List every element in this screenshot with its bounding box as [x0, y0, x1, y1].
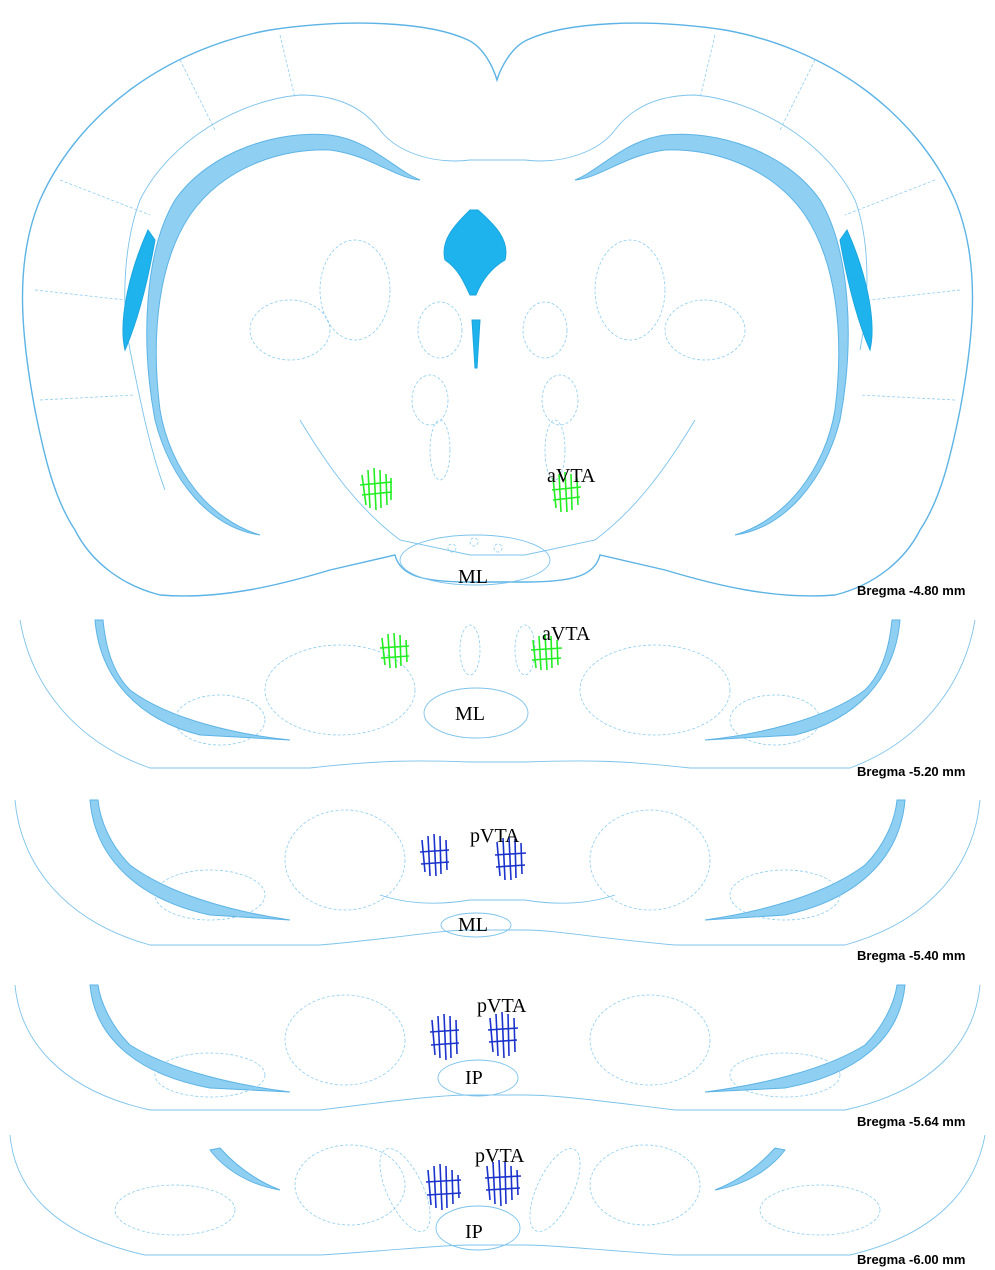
section-bregma-6-00: pVTA IP Bregma -6.00 mm — [10, 1135, 985, 1267]
section-bregma-4-80: aVTA ML Bregma -4.80 mm — [23, 23, 973, 598]
bregma-label: Bregma -4.80 mm — [857, 583, 965, 598]
midline-label: IP — [465, 1221, 483, 1243]
brain-outline — [15, 800, 980, 945]
cortex-inner-boundary — [140, 95, 867, 350]
vta-injection-site-right — [488, 1012, 518, 1058]
vta-injection-site-left — [426, 1164, 461, 1210]
vta-injection-site-left — [380, 633, 409, 668]
hippocampal-tract-left — [210, 1148, 280, 1190]
vta-injection-site-left — [360, 468, 392, 510]
hippocampal-tract-right — [715, 1148, 785, 1190]
midbrain-outline — [300, 420, 695, 555]
hippocampal-tract-left — [90, 985, 290, 1092]
bregma-label: Bregma -5.40 mm — [857, 948, 965, 963]
brain-outline — [23, 23, 973, 596]
third-ventricle — [444, 210, 506, 295]
hippocampal-tract-right — [705, 985, 905, 1092]
vta-injection-site-left — [430, 1014, 459, 1060]
midbrain-nuclei — [175, 625, 820, 745]
midline-label: ML — [455, 703, 485, 725]
midline-label: IP — [465, 1067, 483, 1089]
vta-label: aVTA — [542, 623, 591, 645]
bregma-label: Bregma -5.20 mm — [857, 764, 965, 779]
ml-dots — [448, 538, 502, 552]
section-bregma-5-64: pVTA IP Bregma -5.64 mm — [15, 985, 980, 1129]
vta-label: pVTA — [475, 1145, 525, 1167]
hippocampal-tract-right — [575, 134, 848, 535]
thalamic-nuclei — [250, 240, 745, 480]
vta-label: pVTA — [470, 825, 520, 847]
bregma-label: Bregma -5.64 mm — [857, 1114, 965, 1129]
hippocampal-tract-left — [95, 620, 290, 740]
vta-label: pVTA — [477, 995, 527, 1017]
bregma-label: Bregma -6.00 mm — [857, 1252, 965, 1267]
brain-outline — [20, 620, 975, 768]
hippocampal-tract-right — [705, 800, 905, 920]
hippocampal-tract-left — [147, 134, 420, 535]
midbrain-outline — [380, 895, 615, 903]
section-bregma-5-20: aVTA ML Bregma -5.20 mm — [20, 620, 975, 779]
vta-injection-site-left — [420, 834, 449, 876]
vta-label: aVTA — [547, 465, 596, 487]
midline-label: ML — [458, 566, 488, 588]
midline-label: ML — [458, 914, 488, 936]
hippocampal-tract-left — [90, 800, 290, 920]
aqueduct — [472, 320, 480, 368]
hippocampal-tract-right — [705, 620, 900, 740]
section-bregma-5-40: pVTA ML Bregma -5.40 mm — [15, 800, 980, 963]
